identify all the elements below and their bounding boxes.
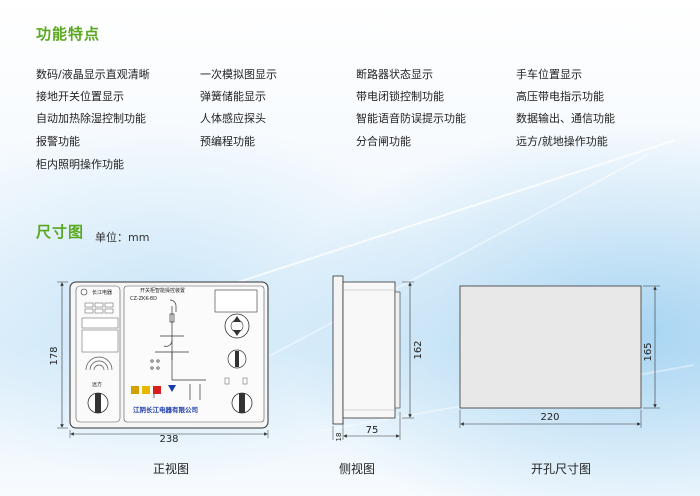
side-depth-dim: 75 <box>366 425 379 436</box>
feature-item: 预编程功能 <box>200 135 255 148</box>
dimensions-title: 尺寸图 <box>36 223 85 241</box>
feature-item: 远方/就地操作功能 <box>516 135 608 148</box>
feature-item: 智能语音防误提示功能 <box>356 112 466 125</box>
feature-item: 人体感应探头 <box>200 112 266 125</box>
feature-item: 手车位置显示 <box>516 68 582 81</box>
feature-item: 弹簧储能显示 <box>200 90 266 103</box>
feature-item: 断路器状态显示 <box>356 68 433 81</box>
feature-item: 数码/液晶显示直观清晰 <box>36 68 150 81</box>
panel-title: 开关柜智能操控装置 <box>140 287 185 294</box>
feature-item: 数据输出、通信功能 <box>516 112 615 125</box>
features-title: 功能特点 <box>36 25 101 43</box>
feature-item: 自动加热除湿控制功能 <box>36 112 146 125</box>
side-view-caption: 侧视图 <box>339 462 376 476</box>
side-height-dim: 162 <box>413 340 424 359</box>
front-view-caption: 正视图 <box>153 462 190 476</box>
cutout-width-dim: 220 <box>540 412 559 423</box>
side-view-drawing: 162 18 75 <box>332 275 424 442</box>
feature-item: 报警功能 <box>36 135 80 148</box>
feature-item: 分合闸功能 <box>356 135 411 148</box>
cutout-view-drawing: 165 220 <box>459 285 660 428</box>
feature-item: 高压带电指示功能 <box>516 90 604 103</box>
front-height-dim: 178 <box>49 346 60 365</box>
front-view-drawing: 长江电器 远方 开关柜智能操控装置 CZ-ZKK-8D <box>49 281 269 445</box>
front-width-dim: 238 <box>159 434 178 445</box>
company-label: 江阴长江电器有限公司 <box>133 405 198 414</box>
feature-item: 一次模拟图显示 <box>200 68 277 81</box>
brand-label: 长江电器 <box>92 289 112 296</box>
cutout-view-caption: 开孔尺寸图 <box>531 462 592 476</box>
feature-item: 带电闭锁控制功能 <box>356 90 444 103</box>
unit-label: 单位：mm <box>95 231 150 244</box>
cutout-height-dim: 165 <box>643 342 654 361</box>
svg-text:远方: 远方 <box>92 381 102 388</box>
feature-item: 柜内照明操作功能 <box>36 158 124 171</box>
side-flange-dim: 18 <box>335 433 343 442</box>
feature-item: 接地开关位置显示 <box>36 90 124 103</box>
model-label: CZ-ZKK-8D <box>130 296 157 302</box>
